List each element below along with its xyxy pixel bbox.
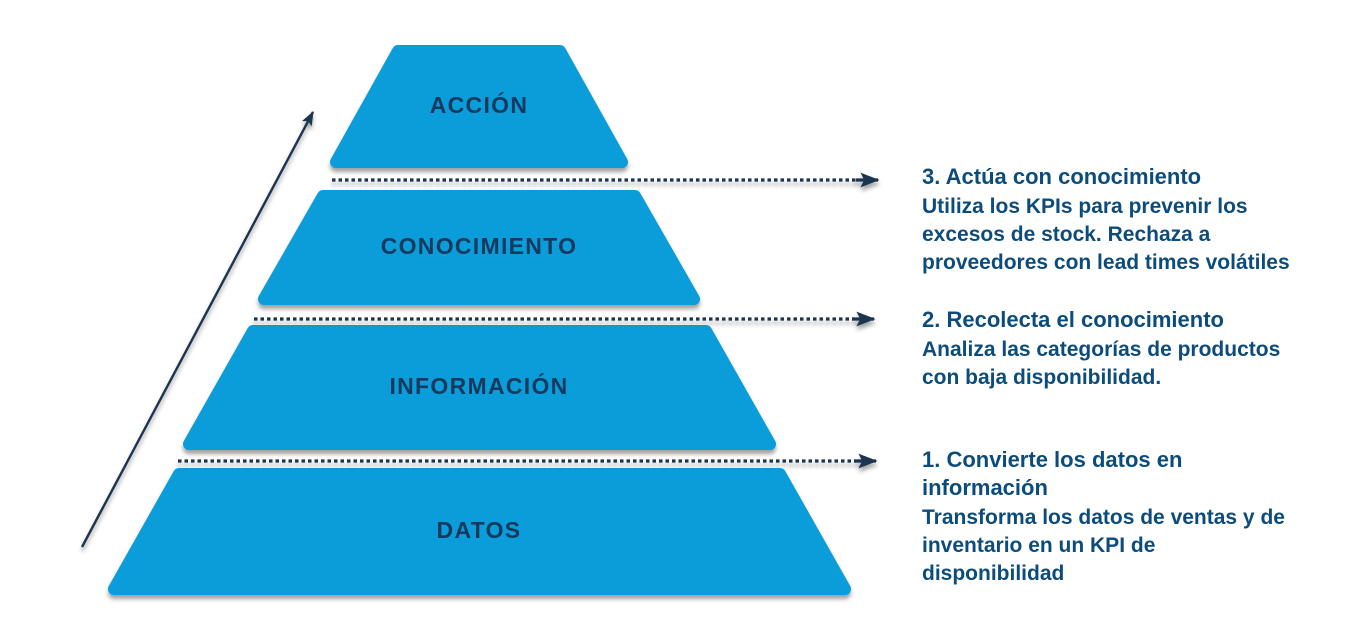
level-label-datos: DATOS: [436, 517, 522, 543]
pyramid-level-conocimiento: [258, 190, 700, 305]
pyramid-level-datos: [108, 468, 851, 595]
annotation-step-1-body: Transforma los datos de ventas y de inve…: [922, 506, 1285, 585]
pyramid-level-informacion: [183, 325, 776, 450]
annotation-step-2: 2. Recolecta el conocimiento Analiza las…: [922, 306, 1352, 392]
pyramid-level-accion: [330, 45, 628, 168]
annotation-step-3-title: 3. Actúa con conocimiento: [922, 164, 1202, 189]
annotation-step-2-title: 2. Recolecta el conocimiento: [922, 307, 1224, 332]
annotation-step-3: 3. Actúa con conocimiento Utiliza los KP…: [922, 163, 1352, 277]
ascending-growth-arrow: [80, 110, 315, 548]
annotation-step-1: 1. Convierte los datos en información Tr…: [922, 446, 1352, 588]
level-label-informacion: INFORMACIÓN: [389, 373, 569, 399]
connector-group: [80, 110, 880, 548]
pyramid-shape-group: [108, 45, 851, 595]
annotation-step-1-title: 1. Convierte los datos en información: [922, 447, 1183, 500]
level-label-accion: ACCIÓN: [429, 92, 529, 118]
annotation-step-2-body: Analiza las categorías de productos con …: [922, 338, 1281, 389]
level-label-conocimiento: CONOCIMIENTO: [380, 233, 578, 259]
annotation-step-3-body: Utiliza los KPIs para prevenir los exces…: [922, 195, 1290, 274]
